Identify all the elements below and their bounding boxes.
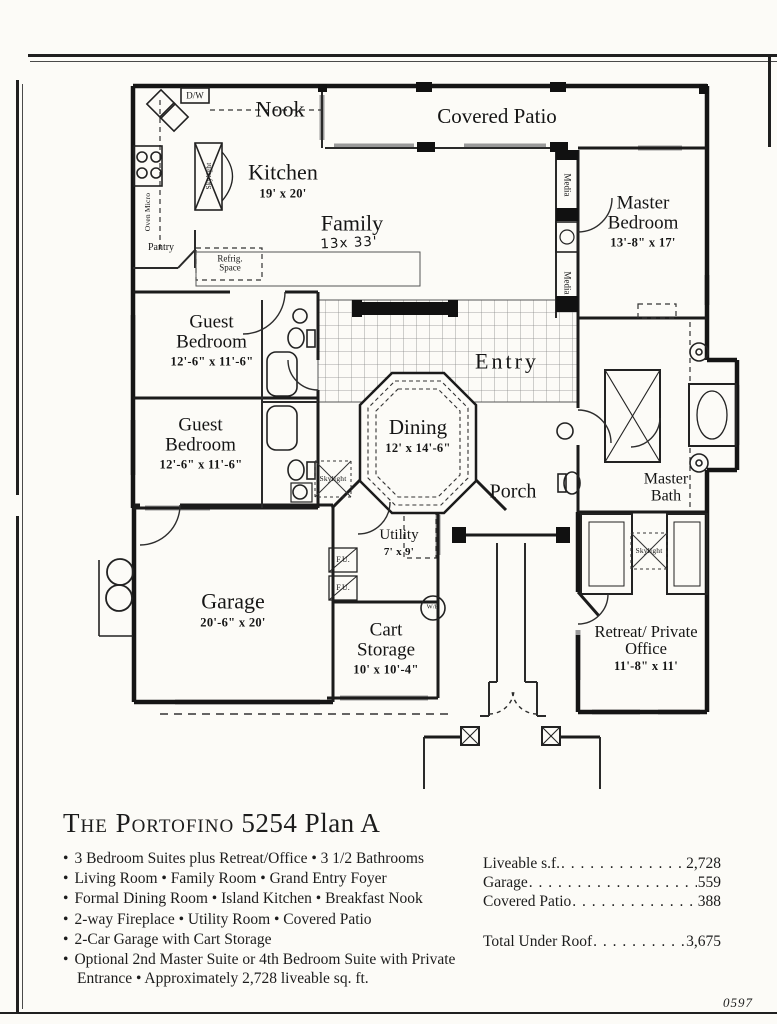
bullet: • [63,850,69,867]
page-title: The Portofino 5254 Plan A [63,808,777,839]
room-label-cart-storage: Cart Storage 10' x 10'-4" [344,620,428,676]
cart-storage-dims: 10' x 10'-4" [353,661,419,676]
room-label-utility: Utility 7' x 9' [379,526,419,558]
guest-bedroom-2-dims: 12'-6" x 11'-6" [159,456,243,471]
room-label-nook: Nook [255,96,305,122]
skylight-label-island: Skylight [204,162,214,190]
stat-total-value: 3,675 [686,933,721,950]
stat-value: 559 [697,874,721,891]
feature-item: •Formal Dining Room • Island Kitchen • B… [63,890,423,908]
furnace-label-2: F.U. [336,582,350,592]
feature-list: •3 Bedroom Suites plus Retreat/Office • … [63,849,463,989]
bullet: • [63,951,69,969]
stat-total-label: Total Under Roof [483,933,593,950]
room-label-master-bedroom: Master Bedroom 13'-8" x 17' [597,193,689,249]
stat-value: 388 [697,893,721,910]
plan-name: The Portofino [63,808,235,838]
door-arcs [139,197,661,715]
garage-dims: 20'-6" x 20' [200,615,266,630]
stat-label: Garage [483,874,528,891]
dining-octagon [358,371,478,515]
retreat-dims: 11'-8" x 11' [613,659,679,674]
stat-leader-dots: . . . . . . . . . . . . . . . . . . . . … [528,874,697,891]
plan-variant: Plan A [304,808,381,838]
skylight-label-retreat: Skylight [635,546,663,556]
bullet: • [63,930,69,948]
media-label-upper: Media [562,173,573,197]
page-border-left-inner [22,84,23,1009]
page-border-bottom [0,1012,777,1014]
dining-dims: 12' x 14'-6" [385,440,451,455]
room-label-guest-bedroom-2: Guest Bedroom 12'-6" x 11'-6" [159,414,243,471]
page-border-right [768,57,771,147]
media-label-lower: Media [562,271,573,295]
page-border-top [28,54,777,57]
bullet: • [63,870,69,888]
plan-number: 5254 [241,808,298,838]
room-label-covered-patio: Covered Patio [437,104,557,129]
furnace-label-1: F.U. [336,554,350,564]
room-label-dining: Dining 12' x 14'-6" [385,415,451,455]
square-footage-stats: Liveable s.f. . . . . . . . . . . . . . … [483,854,721,952]
stat-leader-dots: . . . . . . . . . . . . . . . . . . [572,893,697,910]
stat-leader-dots: . . . . . . . . . . . . . . . . . . . . [561,855,685,872]
bullet: • [63,890,69,908]
stat-row: Liveable s.f. . . . . . . . . . . . . . … [483,855,721,873]
stat-label: Covered Patio [483,893,572,910]
page-border-left [16,80,19,495]
floor-plan: Nook Covered Patio Kitchen 19' x 20' Fam… [98,82,740,789]
refrigerator-label: Refrig. Space [217,253,243,273]
master-bedroom-dims: 13'-8" x 17' [610,234,676,249]
dishwasher-label: D/W [186,90,204,101]
room-label-retreat: Retreat/ Private Office 11'-8" x 11' [585,623,707,673]
floor-plan-drawing [98,82,740,789]
room-label-family: Family [320,210,384,236]
guest-bedroom-1-dims: 12'-6" x 11'-6" [170,353,254,368]
fixtures [98,87,737,746]
feature-item: •Living Room • Family Room • Grand Entry… [63,870,387,888]
room-label-porch: Porch [489,480,537,503]
utility-dims: 7' x 9' [383,545,415,558]
page-border-top-inner [30,61,777,62]
room-label-kitchen: Kitchen 19' x 20' [248,159,318,201]
room-label-entry: Entry [475,348,539,374]
stat-total-dots: . . . . . . . . . . . . [593,933,685,950]
pantry-label: Pantry [147,241,175,253]
kitchen-dims: 19' x 20' [259,186,307,201]
room-label-master-bath: Master Bath [643,470,689,504]
skylight-label-hall: Skylight [319,474,347,484]
room-label-garage: Garage 20'-6" x 20' [200,588,266,630]
feature-item: •2-way Fireplace • Utility Room • Covere… [63,910,372,928]
fireplace-and-posts [318,82,708,543]
feature-item: •2-Car Garage with Cart Storage [63,930,272,948]
stat-row-total: Total Under Roof . . . . . . . . . . . .… [483,933,721,951]
skylight-markers [314,460,668,570]
bullet: • [63,910,69,928]
feature-item: •Optional 2nd Master Suite or 4th Bedroo… [63,951,456,988]
stat-value: 2,728 [686,855,721,872]
water-heater-label: W/H [426,603,440,611]
stat-label: Liveable s.f. [483,855,561,872]
feature-item: •3 Bedroom Suites plus Retreat/Office • … [63,850,424,867]
page-border-left-lower [16,516,19,1012]
family-dims: 13x 33' [319,233,379,253]
room-label-guest-bedroom-1: Guest Bedroom 12'-6" x 11'-6" [170,311,254,368]
oven-micro-label: Oven Micro [143,192,153,232]
plan-info-section: The Portofino 5254 Plan A •3 Bedroom Sui… [0,808,777,990]
page-code: 0597 [723,995,753,1010]
stat-row: Garage . . . . . . . . . . . . . . . . .… [483,874,721,892]
stat-row: Covered Patio . . . . . . . . . . . . . … [483,893,721,911]
interior-walls [133,146,707,739]
